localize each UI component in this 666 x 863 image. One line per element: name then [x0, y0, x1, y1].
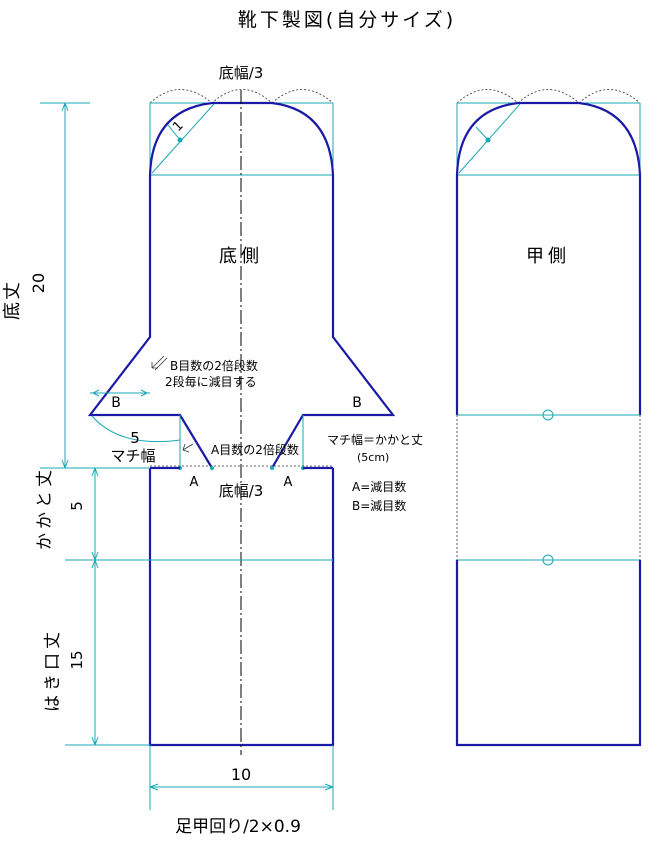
sole-side-label: 底側 [219, 246, 263, 267]
a-note-arrow-icon [182, 443, 194, 453]
diagram-title: 靴下製図(自分サイズ) [238, 9, 456, 31]
legend-b: B=減目数 [352, 498, 406, 513]
b-mark-right: B [352, 395, 362, 411]
heel-width-third-label: 底幅/3 [219, 482, 264, 500]
cuff-length-arrows [91, 559, 99, 746]
gusset-equation-sub: (5cm) [357, 451, 389, 464]
instep-upper-marker [542, 409, 554, 421]
a-note: A目数の2倍段数 [211, 442, 299, 457]
a-mark-right: A [284, 475, 293, 490]
heel-length-arrows [91, 467, 99, 561]
b-mark-left: B [111, 395, 121, 411]
sole-length-arrows [61, 102, 69, 469]
sole-left-outline [87, 175, 213, 469]
toe-center-point [177, 137, 183, 143]
instep-cuff-outline [455, 560, 642, 747]
toe-radius-label: 1 [170, 118, 186, 134]
heel-length-value: 5 [68, 501, 86, 511]
gusset-b-arrows [92, 389, 148, 397]
legend-a: A=減目数 [352, 479, 406, 494]
width-value: 10 [231, 765, 251, 784]
width-arrows [149, 783, 334, 791]
toe-outline [148, 101, 335, 176]
cuff-length-label: はき口丈 [43, 628, 63, 712]
instep-side-label: 甲側 [526, 246, 570, 267]
instep-toe-outline [455, 101, 642, 176]
toe-radius-line [167, 124, 181, 141]
gusset-width-arc [91, 415, 181, 443]
gusset-width-value: 5 [130, 429, 140, 447]
instep-toe-arcs [456, 89, 641, 104]
gusset-equation: マチ幅＝かかと丈 [327, 432, 423, 447]
b-note-line2: 2段毎に減目する [165, 374, 257, 389]
cuff-length-value: 15 [68, 650, 86, 669]
toe-width-third-label: 底幅/3 [219, 64, 264, 82]
gusset-width-label: マチ幅 [110, 447, 155, 465]
heel-length-label: かかと丈 [35, 466, 55, 550]
instep-lower-marker [542, 554, 554, 566]
a-mark-left: A [190, 475, 199, 490]
sole-length-label: 底丈 [2, 280, 23, 320]
gusset-point-a2 [210, 466, 214, 470]
instep-formula: 足甲回り/2×0.9 [175, 817, 301, 837]
sole-right-outline [271, 175, 396, 469]
instep-toe-radius-line [475, 126, 489, 141]
b-note-line1: B目数の2倍段数 [170, 358, 258, 373]
gusset-point-a3 [270, 466, 274, 470]
instep-toe-center-point [485, 137, 491, 143]
toe-diagonal [151, 103, 215, 174]
sole-length-value: 20 [29, 273, 48, 293]
b-note-arrow-icon [151, 355, 168, 371]
